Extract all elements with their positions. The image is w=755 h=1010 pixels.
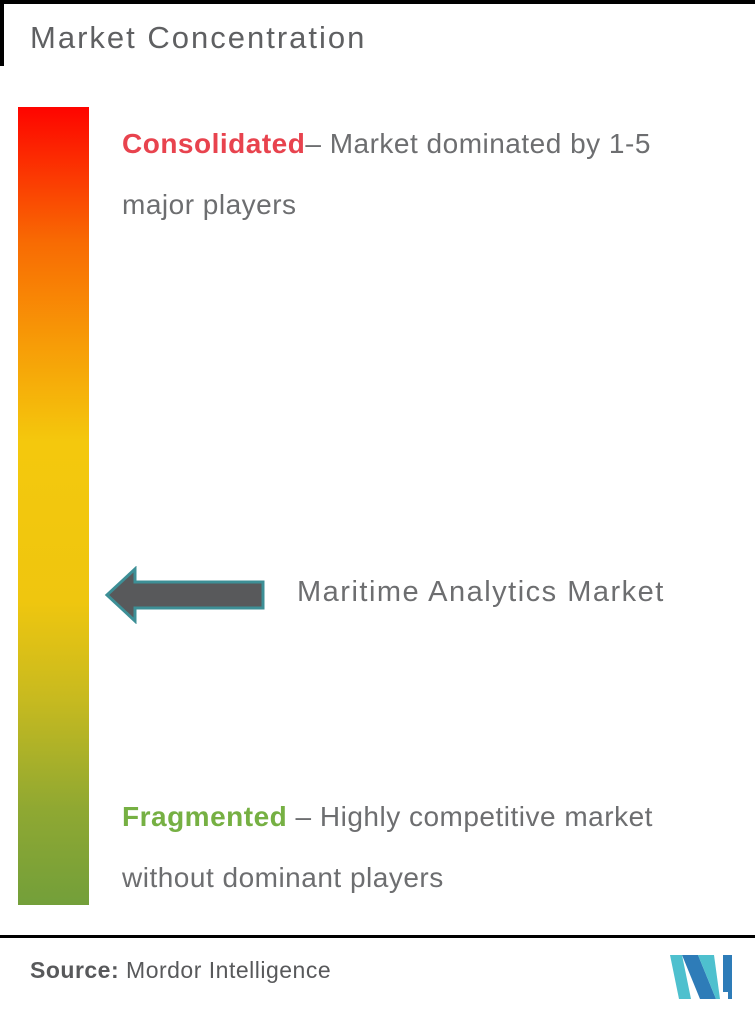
consolidated-line1-rest: – Market dominated by 1-5	[305, 128, 651, 159]
mordor-intelligence-logo	[670, 955, 732, 999]
bottom-border-line	[0, 935, 755, 938]
logo-m-left-teal-shape	[670, 955, 691, 999]
consolidated-line1: Consolidated– Market dominated by 1-5	[122, 113, 722, 174]
consolidated-description: Consolidated– Market dominated by 1-5 ma…	[122, 113, 722, 235]
consolidated-line2: major players	[122, 189, 297, 220]
left-border-line	[0, 0, 4, 66]
fragmented-line1: Fragmented – Highly competitive market	[122, 786, 722, 847]
source-line: Source: Mordor Intelligence	[30, 955, 331, 985]
left-arrow-shape	[104, 566, 265, 624]
fragmented-line2: without dominant players	[122, 862, 444, 893]
top-border-line	[0, 0, 755, 4]
concentration-gradient-bar	[18, 107, 89, 905]
fragmented-description: Fragmented – Highly competitive market w…	[122, 786, 722, 908]
page-title: Market Concentration	[30, 20, 367, 55]
logo-m-right-teal-shape	[698, 955, 720, 999]
consolidated-term: Consolidated	[122, 128, 306, 159]
market-name-label: Maritime Analytics Market	[297, 576, 665, 608]
logo-i-bar-blue-shape	[723, 955, 732, 999]
indicator-left-arrow-icon	[104, 566, 265, 624]
fragmented-term: Fragmented	[122, 801, 288, 832]
source-label: Source:	[30, 957, 120, 983]
source-value: Mordor Intelligence	[126, 957, 332, 983]
fragmented-line1-rest: – Highly competitive market	[287, 801, 653, 832]
logo-m-middle-blue-shape	[682, 955, 716, 999]
